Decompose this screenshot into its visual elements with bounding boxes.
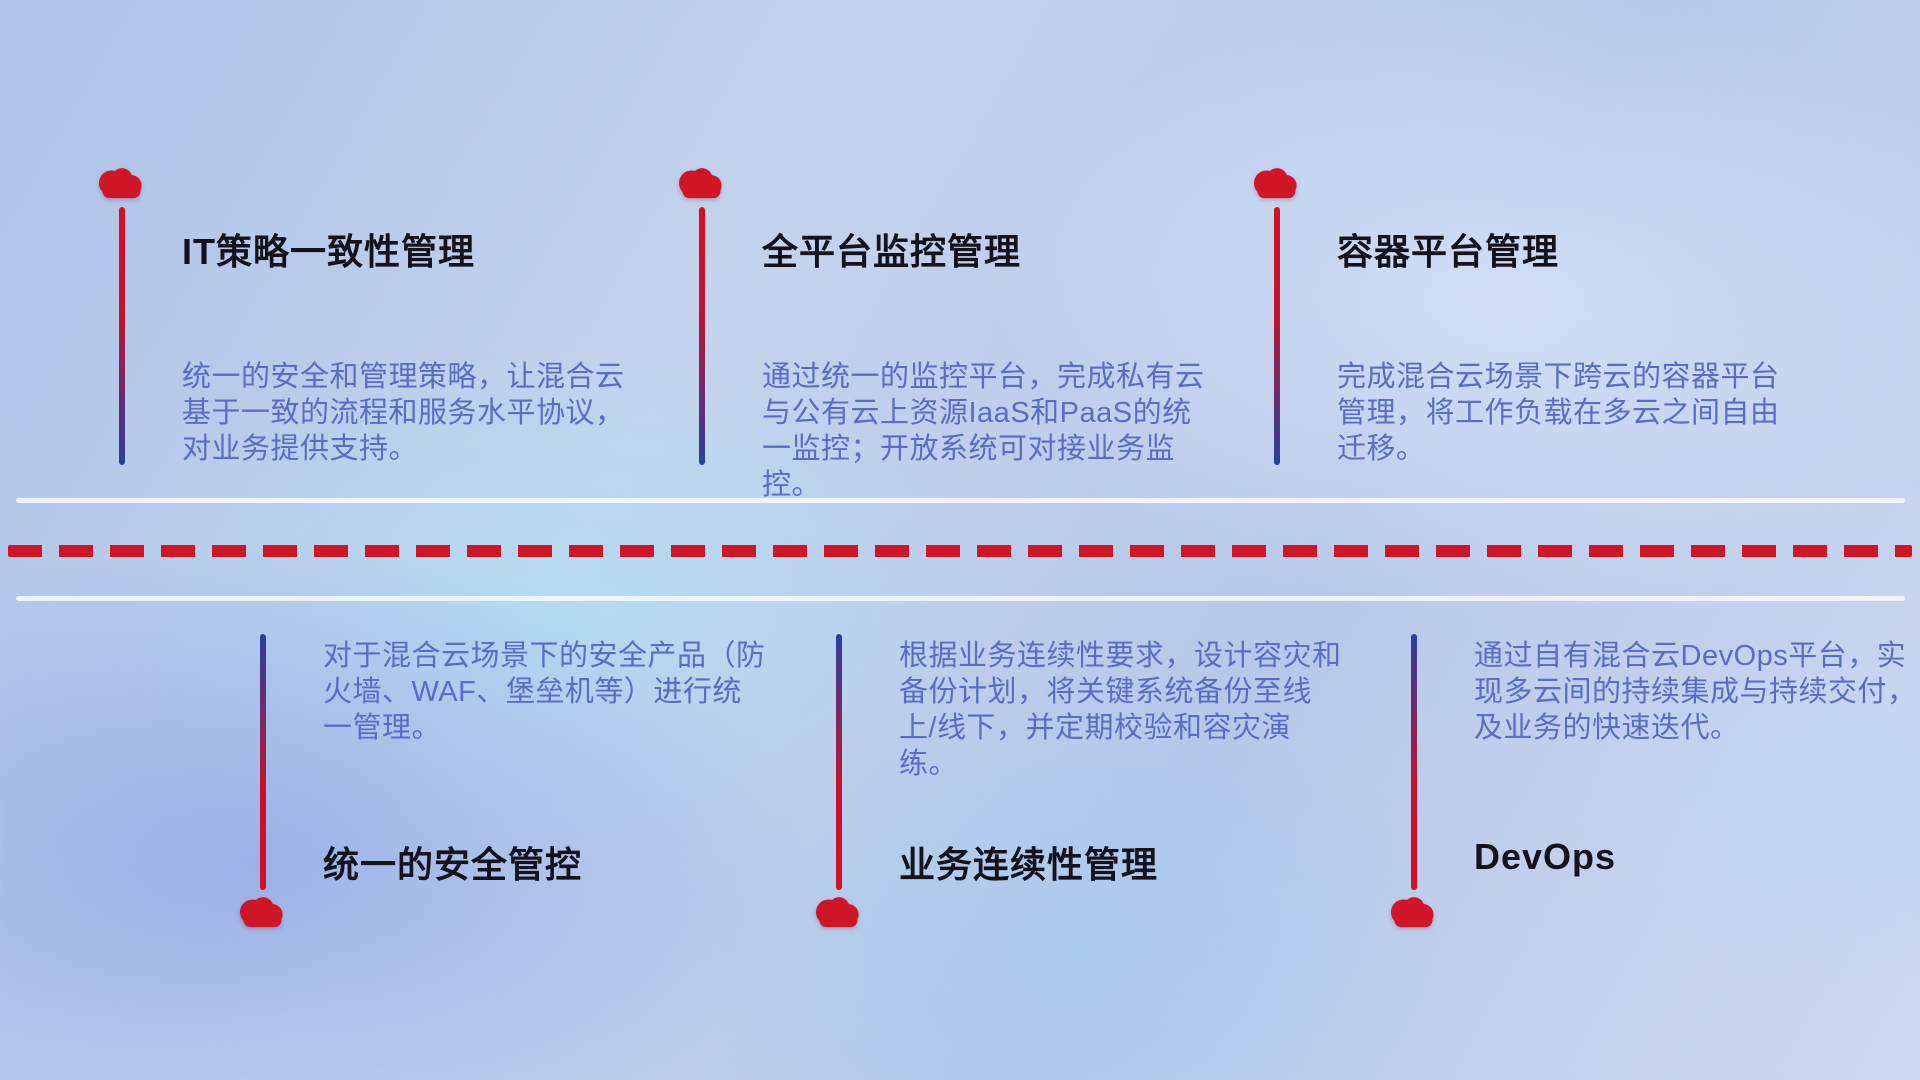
feature-description: 通过自有混合云DevOps平台，实现多云间的持续集成与持续交付，及业务的快速迭代… bbox=[1474, 640, 1917, 744]
feature-description: 完成混合云场景下跨云的容器平台管理，将工作负载在多云之间自由迁移。 bbox=[1337, 361, 1780, 465]
timeline-upper-rail bbox=[16, 498, 1905, 503]
connector-line bbox=[119, 207, 125, 465]
connector-line bbox=[1274, 207, 1280, 465]
timeline-lower-rail bbox=[16, 596, 1905, 601]
feature-title: 统一的安全管控 bbox=[323, 844, 583, 885]
cloud-icon bbox=[1390, 897, 1434, 928]
connector-line bbox=[1411, 634, 1417, 890]
feature-title: DevOps bbox=[1474, 836, 1617, 877]
feature-card-devops: 通过自有混合云DevOps平台，实现多云间的持续集成与持续交付，及业务的快速迭代… bbox=[1386, 630, 1916, 970]
cloud-icon bbox=[1253, 168, 1297, 199]
cloud-icon bbox=[678, 168, 722, 199]
feature-card-container-platform: 容器平台管理 完成混合云场景下跨云的容器平台管理，将工作负载在多云之间自由迁移。 bbox=[1249, 165, 1779, 485]
connector-line bbox=[836, 634, 842, 890]
feature-card-it-policy: IT策略一致性管理 统一的安全和管理策略，让混合云基于一致的流程和服务水平协议，… bbox=[94, 165, 624, 485]
feature-description: 通过统一的监控平台，完成私有云与公有云上资源IaaS和PaaS的统一监控；开放系… bbox=[762, 361, 1205, 501]
feature-description: 统一的安全和管理策略，让混合云基于一致的流程和服务水平协议，对业务提供支持。 bbox=[182, 361, 625, 465]
feature-title: 全平台监控管理 bbox=[762, 231, 1022, 272]
timeline-dashed-rail bbox=[8, 545, 1912, 557]
cloud-icon bbox=[815, 897, 859, 928]
feature-card-monitoring: 全平台监控管理 通过统一的监控平台，完成私有云与公有云上资源IaaS和PaaS的… bbox=[674, 165, 1204, 501]
feature-title: 容器平台管理 bbox=[1337, 231, 1560, 272]
feature-card-business-continuity: 根据业务连续性要求，设计容灾和备份计划，将关键系统备份至线上/线下，并定期校验和… bbox=[811, 630, 1341, 970]
feature-description: 对于混合云场景下的安全产品（防火墙、WAF、堡垒机等）进行统一管理。 bbox=[323, 640, 766, 744]
connector-line bbox=[260, 634, 266, 890]
feature-card-security-control: 对于混合云场景下的安全产品（防火墙、WAF、堡垒机等）进行统一管理。 统一的安全… bbox=[235, 630, 765, 970]
feature-title: 业务连续性管理 bbox=[899, 844, 1159, 885]
connector-line bbox=[699, 207, 705, 465]
cloud-icon bbox=[98, 168, 142, 199]
cloud-icon bbox=[239, 897, 283, 928]
feature-title: IT策略一致性管理 bbox=[182, 231, 475, 272]
feature-description: 根据业务连续性要求，设计容灾和备份计划，将关键系统备份至线上/线下，并定期校验和… bbox=[899, 640, 1342, 780]
